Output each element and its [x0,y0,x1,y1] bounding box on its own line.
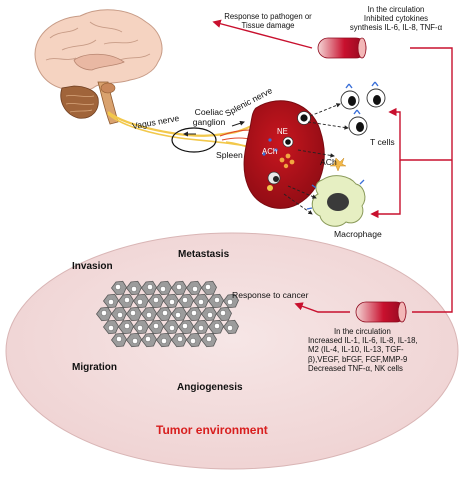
label-circulation-bottom-line1: In the circulation [334,327,391,336]
tumor-cell-nucleus [182,297,188,303]
spleen-cells [262,111,311,191]
tumor-cell-nucleus [124,323,130,329]
tumor-cell-nucleus [227,299,233,305]
tumor-cell-nucleus [161,338,167,344]
label-ach: ACh [320,157,337,167]
label-circulation-top-line2: Inhibited cytokines [363,13,429,23]
macrophage-cell [306,157,366,227]
tumor-cell-nucleus [175,312,181,318]
tumor-cell-nucleus [137,299,143,305]
label-circulation-bottom-line5: Decreased TNF-α, NK cells [308,363,403,373]
tumor-cell-nucleus [117,312,123,318]
tumor-cell-nucleus [169,299,175,305]
label-coeliac-ganglion: Coeliac ganglion [186,107,232,128]
tumor-cell-nucleus [147,284,153,290]
tumor-cell-nucleus [220,310,226,316]
tumor-cell-nucleus [214,297,220,303]
tumor-cell-nucleus [214,323,220,329]
label-circulation-bottom-line4: β),VEGF, bFGF, FGF,MMP-9 [308,354,408,364]
tumor-cell-nucleus [116,336,122,342]
label-coeliac-line1: Coeliac [194,107,224,117]
tumor-cell-nucleus [101,310,107,316]
coeliac-ganglion-oval [171,127,217,153]
ganglion-arrow [231,120,245,127]
tumor-cell-nucleus [176,284,182,290]
feedback-arrows [212,19,453,313]
label-invasion: Invasion [72,261,113,272]
label-ne: NE [277,127,288,136]
tumor-cell-nucleus [153,297,159,303]
tumor-cell-nucleus [153,323,159,329]
label-metastasis: Metastasis [178,249,230,260]
label-response-cancer: Response to cancer [232,290,309,300]
tumor-cell-nucleus [130,310,136,316]
tumor-cell-nucleus [227,325,233,331]
tumor-cell-cluster [95,280,239,348]
tumor-cell-nucleus [160,286,166,292]
tumor-cell-nucleus [132,338,138,344]
label-coeliac-line2: ganglion [192,116,226,127]
label-t-cells: T cells [370,137,395,147]
tumor-cell-nucleus [115,284,121,290]
tumor-cell-nucleus [198,325,204,331]
label-spleen: Spleen [216,150,243,160]
tumor-cell-nucleus [137,325,143,331]
label-circulation-top: In the circulation Inhibited cytokines s… [334,5,458,33]
tumor-cell-nucleus [192,286,198,292]
tumor-cell-nucleus [124,297,130,303]
tumor-cell-nucleus [205,284,211,290]
label-tumor-environment: Tumor environment [156,423,268,437]
brain-illustration [34,9,163,125]
label-circulation-top-line3: synthesis IL-6, IL-8, TNF-α [349,22,443,32]
tumor-cell-nucleus [198,299,204,305]
label-circulation-top-line1: In the circulation [367,5,425,14]
tumor-cell-nucleus [131,286,137,292]
tumor-cell-nucleus [145,336,151,342]
label-angiogenesis: Angiogenesis [177,382,243,393]
tumor-cell-nucleus [162,310,168,316]
label-circulation-bottom-line2: Increased IL-1, IL-6, IL-8, IL-18, [308,336,418,346]
label-response-pathogen-line1: Response to pathogen or [224,12,312,21]
tumor-cell-nucleus [191,310,197,316]
label-circulation-bottom: In the circulation Increased IL-1, IL-6,… [308,327,458,373]
label-response-pathogen: Response to pathogen or Tissue damage [208,12,328,31]
tumor-cell-nucleus [169,325,175,331]
blood-vessel-top [317,37,367,59]
tumor-cell-nucleus [108,325,114,331]
t-cells [340,81,386,136]
label-ach-spleen: ACh [262,147,278,156]
dashed-connections [283,103,349,215]
label-macrophage: Macrophage [334,229,382,239]
spleen-organ [243,100,325,209]
label-circulation-bottom-line3: M2 (IL-4, IL-10, IL-13, TGF- [308,345,404,355]
tumor-cell-nucleus [182,323,188,329]
tumor-cell-nucleus [207,312,213,318]
tumor-cell-nucleus [190,338,196,344]
tumor-cell-nucleus [146,312,152,318]
label-migration: Migration [72,362,117,373]
tumor-cell-nucleus [177,336,183,342]
tumor-cell-nucleus [108,299,114,305]
blood-vessel-bottom [355,301,407,323]
tumor-cell-nucleus [206,336,212,342]
label-response-pathogen-line2: Tissue damage [241,20,295,30]
